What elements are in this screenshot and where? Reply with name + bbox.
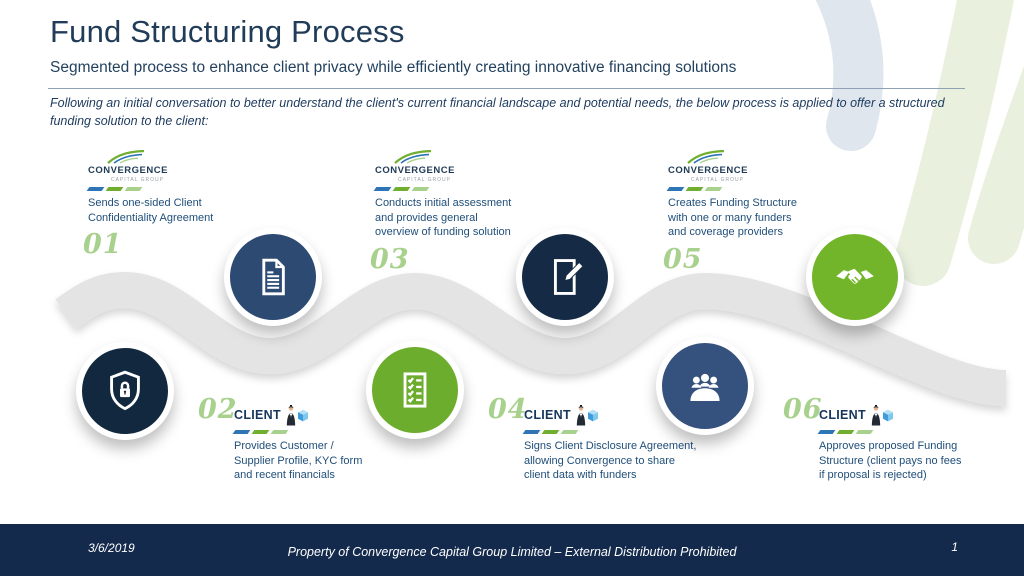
sign-document-icon <box>553 259 584 295</box>
client-dashes <box>817 430 961 434</box>
intro-paragraph: Following an initial conversation to bet… <box>50 96 945 129</box>
step-05-label: CONVERGENCE CAPITAL GROUP Creates Fundin… <box>663 150 798 273</box>
convergence-logo: CONVERGENCE CAPITAL GROUP <box>86 150 198 191</box>
client-dashes <box>522 430 696 434</box>
client-heading: CLIENT <box>819 404 961 426</box>
brand-tagline: CAPITAL GROUP <box>110 177 164 183</box>
header-divider <box>48 88 965 89</box>
businessman-cube-icon <box>576 405 598 426</box>
step-number: 06 <box>783 394 823 425</box>
step-number: 01 <box>83 229 123 260</box>
client-label: CLIENT <box>234 408 281 422</box>
step-06-circle <box>806 228 904 326</box>
step-02-label: 02 CLIENT Provides Customer / <box>198 396 363 483</box>
handshake-icon <box>836 268 874 284</box>
document-icon <box>262 258 285 296</box>
footer-notice: Property of Convergence Capital Group Li… <box>287 545 737 559</box>
step-05-circle <box>656 337 754 435</box>
step-text: Provides Customer / Supplier Profile, KY… <box>234 440 363 481</box>
step-01-label: CONVERGENCE CAPITAL GROUP Sends one-side… <box>83 150 214 258</box>
step-text: Approves proposed Funding Structure (cli… <box>819 440 962 481</box>
convergence-logo: CONVERGENCE CAPITAL GROUP <box>373 150 485 191</box>
meeting-icon <box>690 373 720 401</box>
brand-dashes <box>666 187 778 191</box>
brand-dashes <box>373 187 485 191</box>
client-heading: CLIENT <box>234 404 362 426</box>
client-dashes <box>232 430 362 434</box>
businessman-cube-icon <box>286 405 308 426</box>
logo-swoosh-icon <box>687 150 725 164</box>
step-03-circle <box>366 341 464 439</box>
brand-name: CONVERGENCE <box>375 165 455 176</box>
logo-swoosh-icon <box>394 150 432 164</box>
shield-lock-icon <box>110 370 140 411</box>
step-number: 02 <box>198 394 238 425</box>
step-text: Creates Funding Structure with one or ma… <box>668 197 798 238</box>
convergence-logo: CONVERGENCE CAPITAL GROUP <box>666 150 778 191</box>
step-02-circle <box>224 228 322 326</box>
businessman-cube-icon <box>871 405 893 426</box>
logo-swoosh-icon <box>107 150 145 164</box>
step-text: Conducts initial assessment and provides… <box>375 197 512 238</box>
page-subtitle: Segmented process to enhance client priv… <box>50 59 737 76</box>
checklist-icon <box>403 372 427 408</box>
footer-page-number: 1 <box>951 540 958 554</box>
page-title: Fund Structuring Process <box>50 14 405 49</box>
step-number: 03 <box>370 243 410 275</box>
step-text: Signs Client Disclosure Agreement, allow… <box>524 440 697 481</box>
footer-date: 3/6/2019 <box>88 541 135 555</box>
client-label: CLIENT <box>524 408 571 422</box>
brand-name: CONVERGENCE <box>668 165 748 176</box>
brand-dashes <box>86 187 198 191</box>
brand-tagline: CAPITAL GROUP <box>397 177 451 183</box>
brand-name: CONVERGENCE <box>88 165 168 176</box>
step-01-circle <box>76 342 174 440</box>
step-number: 04 <box>488 394 528 425</box>
step-text: Sends one-sided Client Confidentiality A… <box>88 197 214 224</box>
step-number: 05 <box>663 243 703 275</box>
step-03-label: CONVERGENCE CAPITAL GROUP Conducts initi… <box>370 150 512 273</box>
step-04-circle <box>516 228 614 326</box>
client-heading: CLIENT <box>524 404 696 426</box>
step-06-label: 06 CLIENT Approves proposed Fundin <box>783 396 962 483</box>
brand-tagline: CAPITAL GROUP <box>690 177 744 183</box>
client-label: CLIENT <box>819 408 866 422</box>
header: Fund Structuring Process Segmented proce… <box>50 14 736 77</box>
footer-bar: 3/6/2019 Property of Convergence Capital… <box>0 524 1024 576</box>
